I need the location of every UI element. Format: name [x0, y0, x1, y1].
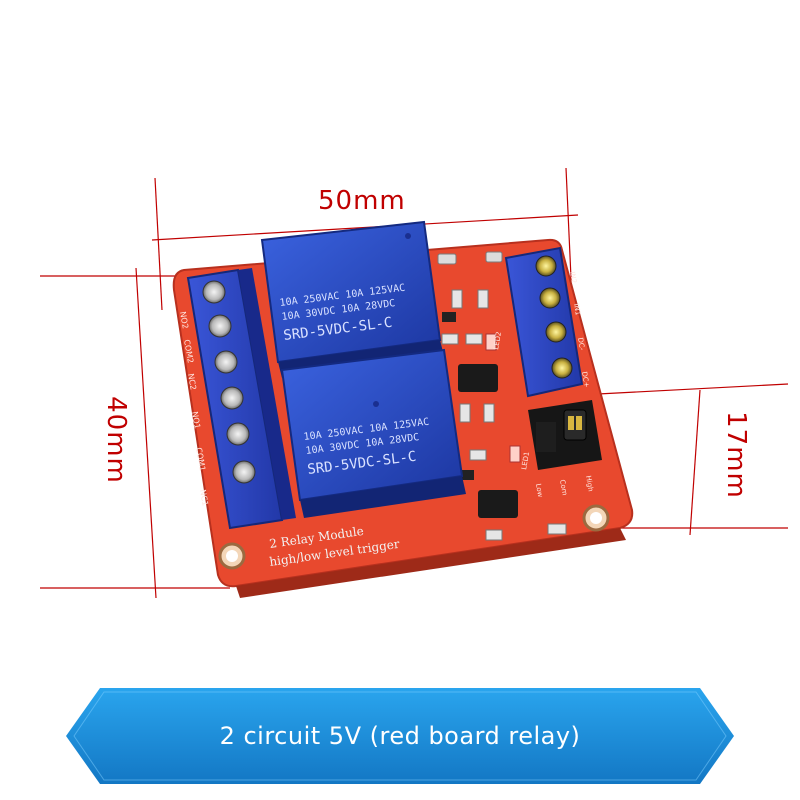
- trigger-jumper: Low Com High: [528, 400, 602, 498]
- pin-label: DC+: [580, 371, 591, 388]
- right-terminal-block: DC+ DC- IN1 IN2: [504, 246, 591, 398]
- screw: [535, 255, 557, 277]
- pin-label: NC1: [198, 489, 210, 507]
- height-line: [135, 267, 157, 599]
- banner-text: 2 circuit 5V (red board relay): [219, 722, 581, 750]
- pin-label: NC2: [186, 373, 198, 391]
- screw: [214, 350, 238, 374]
- pin-label: IN2: [568, 271, 578, 284]
- caption-banner: 2 circuit 5V (red board relay): [66, 688, 734, 784]
- pin-label: COM1: [194, 447, 207, 472]
- screw: [539, 287, 561, 309]
- screw: [208, 314, 232, 338]
- pin-label: COM2: [182, 339, 195, 364]
- pin-label: NO1: [190, 411, 202, 430]
- screw: [220, 386, 244, 410]
- left-terminal-block: NO2 COM2 NC2 NO1 COM1 NC1: [178, 268, 296, 530]
- width-ext-left: [154, 177, 163, 311]
- led-label: LED2: [492, 331, 503, 350]
- optocoupler: [458, 364, 498, 392]
- optocoupler: [478, 490, 518, 518]
- depth-line: [689, 389, 701, 536]
- jumper-label: Low: [534, 483, 544, 498]
- height-dimension-label: 40mm: [101, 396, 131, 484]
- screw: [545, 321, 567, 343]
- terminal-screws: [202, 280, 256, 484]
- banner-shape: [66, 688, 734, 784]
- screw: [202, 280, 226, 304]
- pin-label: NO2: [178, 311, 190, 330]
- left-pin-labels: NO2 COM2 NC2 NO1 COM1 NC1: [178, 311, 210, 507]
- relay-1: 10A 250VAC 10A 125VAC 10A 30VDC 10A 28VD…: [260, 220, 444, 378]
- input-screws: [535, 255, 573, 379]
- jumper-label: Com: [558, 479, 569, 496]
- right-pin-labels: DC+ DC- IN1 IN2: [568, 271, 591, 388]
- depth-dimension-label: 17mm: [721, 411, 751, 499]
- jumper-label: High: [584, 475, 595, 492]
- width-dimension-label: 50mm: [318, 186, 406, 216]
- screw: [551, 357, 573, 379]
- screw: [226, 422, 250, 446]
- width-line: [151, 214, 579, 241]
- led-label: LED1: [520, 451, 531, 470]
- pin-label: DC-: [576, 337, 586, 351]
- width-ext-right: [565, 167, 573, 301]
- screw: [232, 460, 256, 484]
- relay-2: 10A 250VAC 10A 125VAC 10A 30VDC 10A 28VD…: [280, 348, 466, 518]
- pin-label: IN1: [572, 303, 582, 316]
